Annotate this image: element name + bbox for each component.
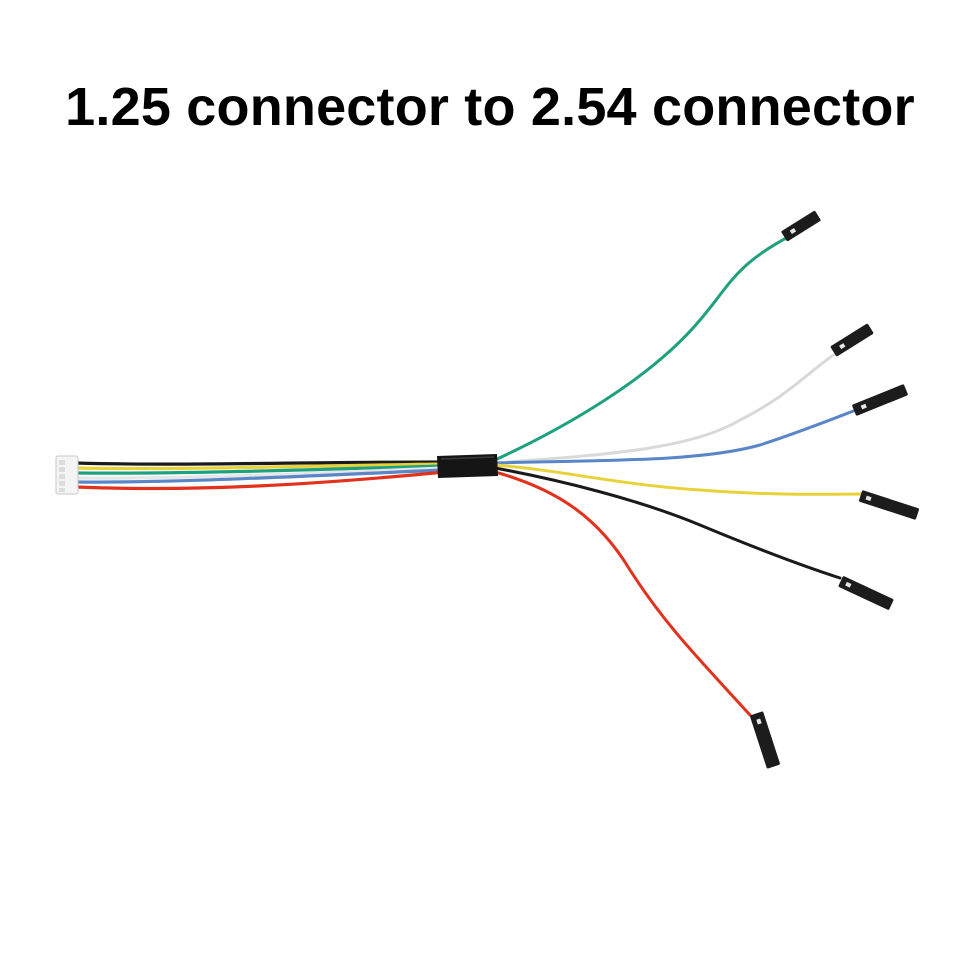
wire-green — [493, 234, 792, 462]
dupont-connectors — [750, 210, 919, 769]
bundle-wire-red — [74, 470, 447, 491]
dupont-housing-black — [838, 576, 894, 610]
wire-yellow — [493, 463, 864, 496]
product-title: 1.25 connector to 2.54 connector — [65, 77, 915, 137]
wire-black — [493, 466, 842, 580]
dupont-housing-white — [830, 323, 874, 357]
dupont-housing-yellow — [859, 490, 919, 520]
bundle-wire-black — [74, 460, 447, 466]
bundle-wire-white — [74, 466, 447, 480]
wire-bundle — [74, 460, 447, 491]
dupont-housing-green — [781, 210, 821, 242]
jst-connector — [55, 455, 79, 495]
dupont-housing-blue — [852, 384, 908, 416]
bundle-wire-green — [74, 464, 447, 475]
wire-blue — [493, 408, 858, 465]
wire-white — [493, 350, 840, 465]
bundle-wire-yellow — [74, 462, 447, 471]
bundle-wire-blue — [74, 468, 447, 484]
dupont-housing-red — [750, 711, 780, 769]
wire-red — [493, 470, 752, 717]
wire-fanout — [493, 234, 864, 717]
heatshrink-sleeve — [437, 454, 498, 478]
